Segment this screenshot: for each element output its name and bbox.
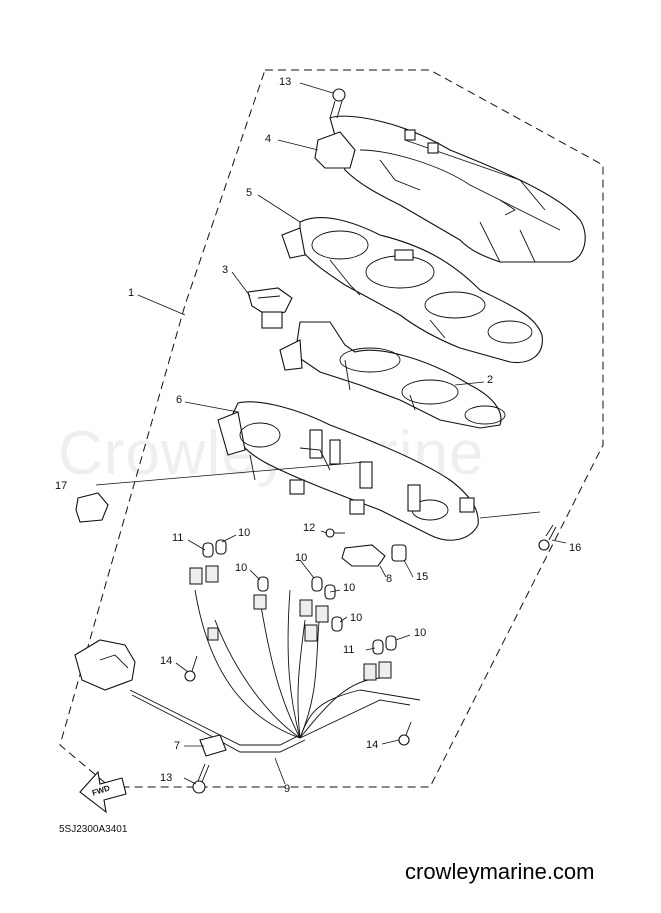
part-2-dial-panel <box>279 321 506 429</box>
part-15-grommet <box>391 544 407 562</box>
part-17-clip <box>75 492 109 523</box>
part-14-screw-left <box>184 655 198 682</box>
callout-14-left: 14 <box>160 655 173 667</box>
callout-10-c: 10 <box>295 552 308 564</box>
part-16-screw <box>538 524 557 551</box>
part-7-clamp <box>199 734 227 757</box>
callout-8: 8 <box>386 573 393 585</box>
site-name: crowleymarine.com <box>405 859 595 884</box>
part-13-screw-top <box>329 88 346 119</box>
part-5-bezel <box>281 217 543 364</box>
bulb-group <box>189 539 397 681</box>
callout-10-f: 10 <box>414 627 427 639</box>
fwd-arrow-icon <box>79 770 127 814</box>
callout-10-d: 10 <box>343 582 356 594</box>
callout-12: 12 <box>303 522 316 534</box>
callout-15: 15 <box>416 571 429 583</box>
part-9-wire-harness <box>74 589 421 753</box>
callout-16: 16 <box>569 542 582 554</box>
callout-17: 17 <box>55 480 68 492</box>
callout-7: 7 <box>174 740 181 752</box>
callout-3: 3 <box>222 264 229 276</box>
part-8-connector <box>341 544 386 567</box>
callout-1: 1 <box>128 287 135 299</box>
part-4-meter-cover <box>314 115 586 263</box>
callout-10-a: 10 <box>238 527 251 539</box>
callout-10-e: 10 <box>350 612 363 624</box>
callout-4: 4 <box>265 133 272 145</box>
part-6-lower-case <box>217 401 479 541</box>
callout-14-right: 14 <box>366 739 379 751</box>
callout-11-left: 11 <box>172 532 184 544</box>
callout-5: 5 <box>246 187 253 199</box>
part-3-bracket <box>247 287 293 329</box>
part-14-screw-right <box>398 721 412 746</box>
callout-9: 9 <box>284 783 291 795</box>
callout-13-bottom: 13 <box>160 772 173 784</box>
callout-6: 6 <box>176 394 183 406</box>
leader-lines <box>95 82 567 785</box>
drawing-code: 5SJ2300A3401 <box>59 824 128 835</box>
callout-11-right: 11 <box>343 644 355 656</box>
callout-2: 2 <box>487 374 494 386</box>
part-13-screw-bottom <box>192 763 210 794</box>
part-12-screw <box>325 528 345 538</box>
callout-10-b: 10 <box>235 562 248 574</box>
callout-13-top: 13 <box>279 76 292 88</box>
